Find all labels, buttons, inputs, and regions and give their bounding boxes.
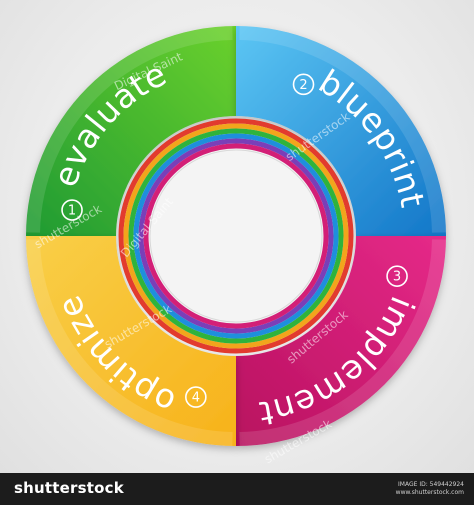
segment-evaluate: [26, 26, 236, 236]
step-number-text-1: 1: [68, 204, 76, 219]
inner-ring-2: [123, 123, 349, 349]
step-number-circle-2: [292, 73, 315, 96]
step-number-circle-3: [386, 265, 408, 287]
step-number-text-2: 2: [299, 78, 307, 93]
segment-highlight-blueprint: [239, 26, 446, 233]
segment-highlight-implement: [239, 239, 446, 446]
segment-optimize: [26, 236, 236, 446]
footer-bar: shutterstock IMAGE ID: 549442924 www.shu…: [0, 473, 474, 505]
inner-ring-1: [118, 118, 354, 354]
inner-ring-4: [133, 133, 339, 339]
step-number-circle-4: [185, 386, 207, 408]
inner-ring-3: [128, 128, 344, 344]
segment-blueprint: [236, 26, 446, 236]
inner-ring-6: [143, 143, 329, 329]
segment-implement: [236, 236, 446, 446]
footer-image-id: IMAGE ID: 549442924: [398, 481, 464, 488]
step-number-text-4: 4: [192, 391, 200, 406]
inner-rings: [118, 118, 354, 354]
step-number-4: 4: [185, 386, 207, 408]
footer-image-info: IMAGE ID: 549442924 www.shutterstock.com: [396, 481, 464, 497]
step-number-2: 2: [292, 73, 315, 96]
segments-group: [26, 26, 446, 446]
inner-ring-5: [138, 138, 334, 334]
step-number-text-3: 3: [393, 270, 401, 285]
step-number-1: 1: [61, 199, 83, 221]
segment-highlight-evaluate: [26, 26, 233, 233]
center-circle: [149, 149, 323, 323]
footer-logo: shutterstock: [14, 479, 124, 497]
footer-site: www.shutterstock.com: [395, 489, 464, 496]
step-number-circle-1: [61, 199, 83, 221]
step-number-3: 3: [386, 265, 408, 287]
segment-highlight-optimize: [26, 239, 233, 446]
